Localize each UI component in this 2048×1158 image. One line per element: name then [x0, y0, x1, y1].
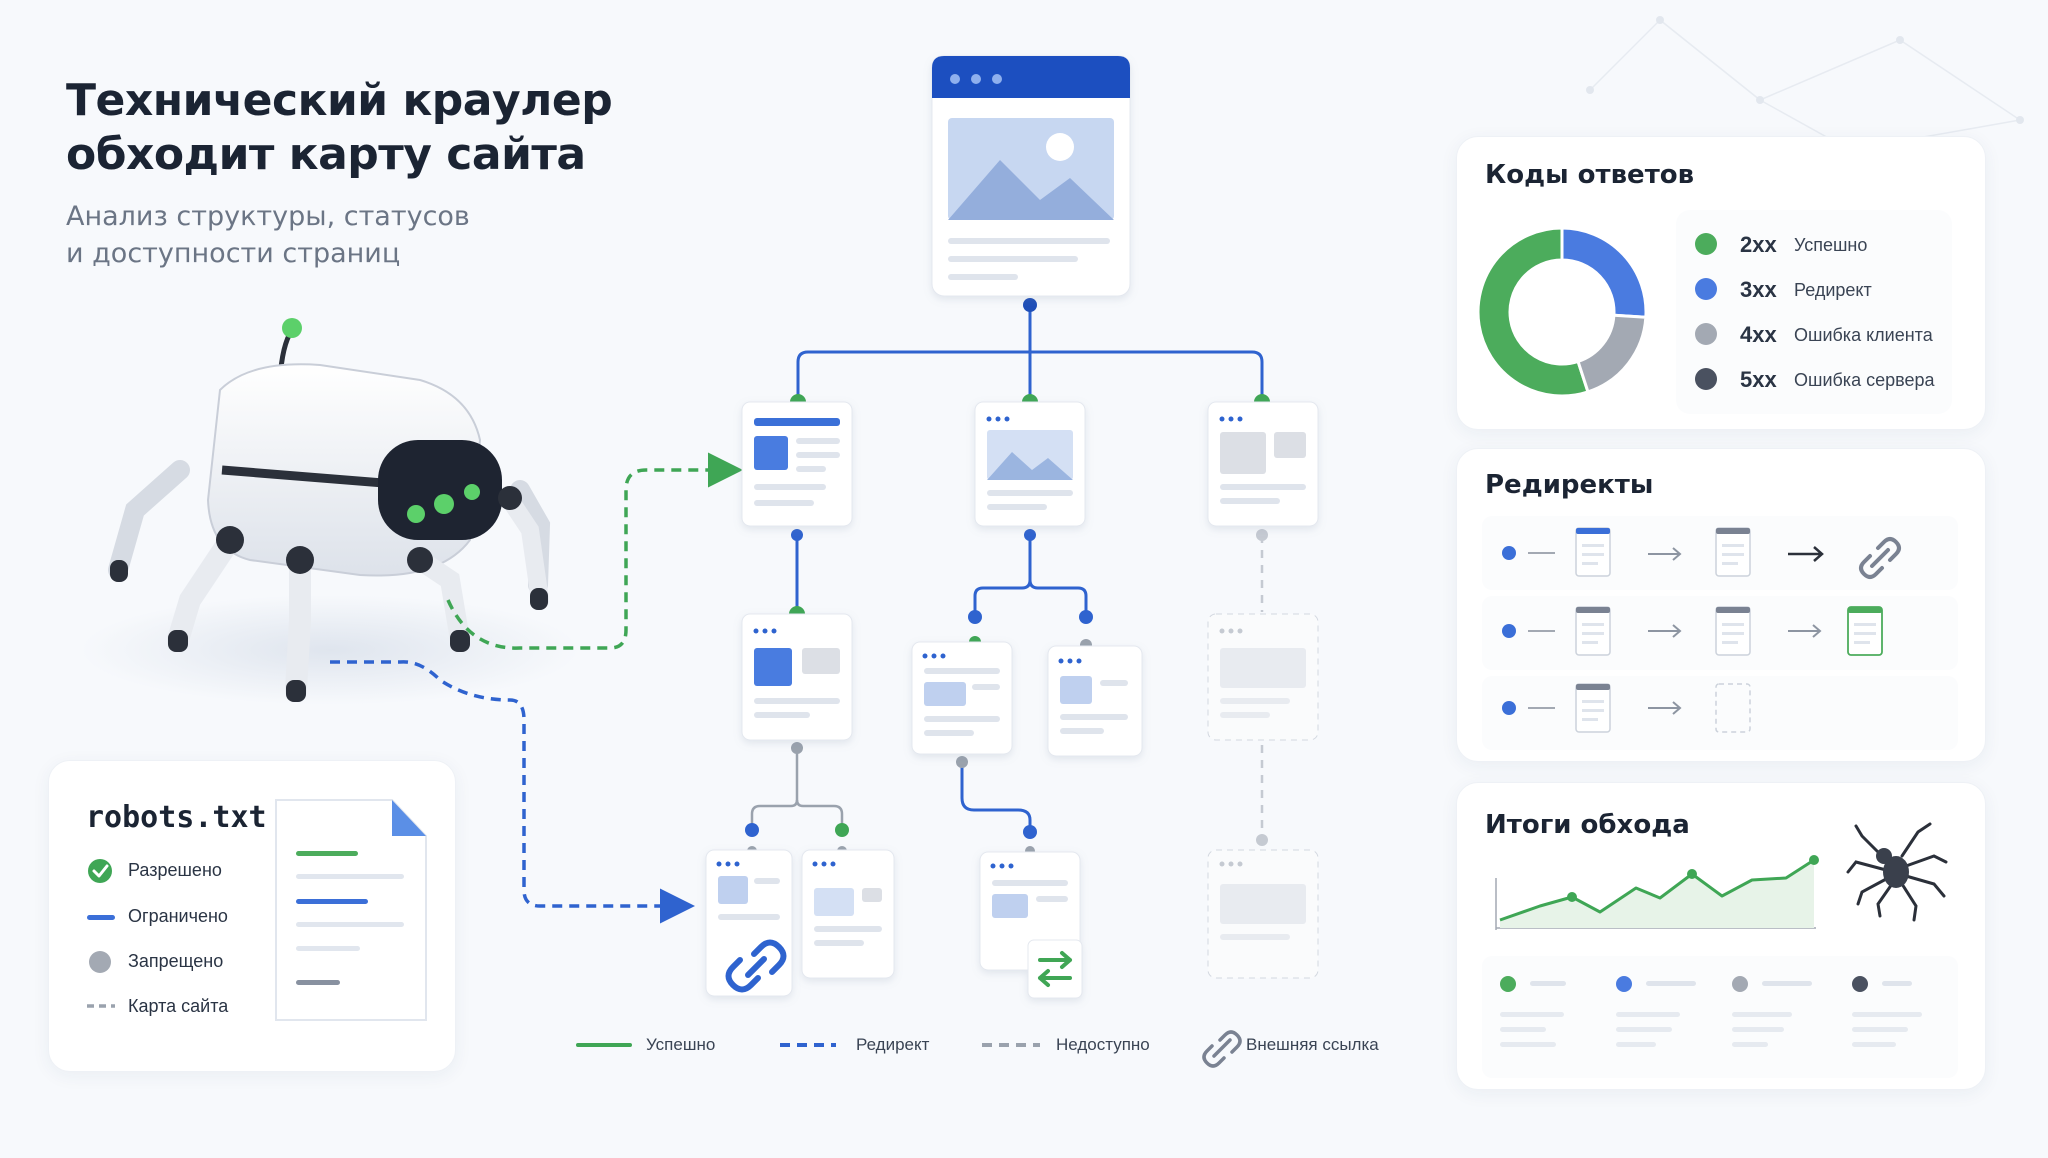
- code-5xx-label: Ошибка сервера: [1794, 370, 1935, 390]
- robots-item-restricted: Ограничено: [128, 906, 228, 926]
- page-subtitle: Анализ структуры, статусов и доступности…: [66, 198, 586, 272]
- subtitle-line-1: Анализ структуры, статусов: [66, 201, 470, 232]
- donut-slice-4xx: [1576, 313, 1648, 394]
- legend-unavailable: Недоступно: [1056, 1035, 1150, 1054]
- summary-stat-green: [1500, 976, 1566, 1047]
- title-line-1: Технический краулер: [66, 75, 613, 126]
- robot-path-green: [446, 452, 743, 650]
- legend-redirect: Редирект: [856, 1035, 930, 1054]
- robots-item-forbidden: Запрещено: [128, 951, 224, 971]
- page-node-3d-unavailable: [1207, 849, 1319, 979]
- robots-item-sitemap: Карта сайта: [128, 996, 229, 1016]
- page-node-2a: [741, 613, 853, 741]
- robots-file-illustration: [275, 799, 427, 1021]
- page-title: Технический краулер обходит карту сайта: [66, 74, 626, 182]
- summary-stat-dark: [1852, 976, 1922, 1047]
- robots-item-allowed: Разрешено: [128, 860, 222, 880]
- summary-stat-gray: [1732, 976, 1812, 1047]
- check-circle-icon: [88, 859, 112, 883]
- code-4xx-label: Ошибка клиента: [1794, 325, 1933, 345]
- page-node-1a: [741, 401, 853, 527]
- redirect-chain-row-1: [1502, 527, 1901, 579]
- redirect-arrows-icon: [1038, 951, 1072, 987]
- link-icon: [1202, 1030, 1242, 1068]
- redirect-chain-row-2: [1502, 606, 1883, 656]
- response-codes-legend: [1676, 210, 1952, 414]
- code-3xx-label: Редирект: [1794, 280, 1872, 300]
- robots-card-title: robots.txt: [86, 800, 267, 835]
- page-node-1b: [974, 401, 1086, 527]
- gray-dot-icon: [89, 951, 111, 973]
- subtitle-line-2: и доступности страниц: [66, 238, 401, 269]
- redirects-title: Редиректы: [1485, 470, 1654, 500]
- link-icon: [1859, 537, 1901, 579]
- page-node-1c: [1207, 401, 1319, 527]
- code-2xx-label: Успешно: [1794, 235, 1868, 255]
- legend-external-link: Внешняя ссылка: [1246, 1035, 1379, 1054]
- root-page-node: [931, 55, 1131, 297]
- external-link-icon: [725, 939, 787, 993]
- code-3xx: 3xx: [1740, 277, 1777, 302]
- page-node-3c-redirect: [979, 851, 1083, 999]
- crawl-trend-sparkline: [1495, 855, 1819, 930]
- page-node-3b: [801, 849, 895, 979]
- blue-dash-icon: [87, 915, 115, 920]
- page-node-2d-unavailable: [1207, 613, 1319, 741]
- code-2xx: 2xx: [1740, 232, 1777, 257]
- response-codes-title: Коды ответов: [1485, 160, 1695, 190]
- redirect-chain-row-3: [1502, 683, 1751, 733]
- page-node-2b: [911, 641, 1013, 755]
- spider-icon: [1846, 822, 1948, 922]
- donut-slice-2xx: [1476, 226, 1590, 398]
- page-node-2c: [1047, 645, 1143, 757]
- code-5xx: 5xx: [1740, 367, 1777, 392]
- summary-stat-blue: [1616, 976, 1696, 1047]
- code-4xx: 4xx: [1740, 322, 1777, 347]
- page-node-3a-external: [705, 849, 793, 997]
- title-line-2: обходит карту сайта: [66, 129, 586, 180]
- robot-path-blue: [330, 660, 695, 924]
- crawl-summary-title: Итоги обхода: [1485, 810, 1690, 840]
- legend-success: Успешно: [646, 1035, 716, 1054]
